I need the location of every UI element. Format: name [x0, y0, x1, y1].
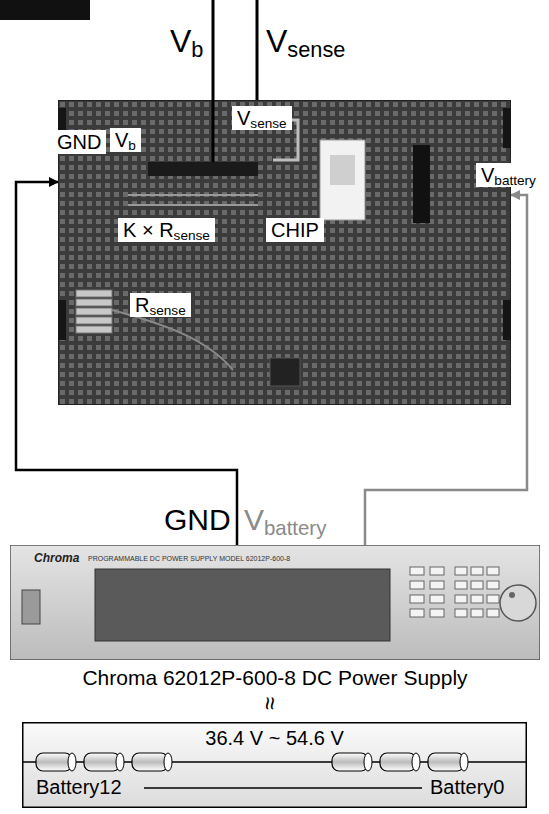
- meter-housing: [0, 0, 90, 20]
- subscript: b: [191, 37, 203, 62]
- part-label: Rsense: [130, 293, 191, 317]
- probe-wire: [256, 0, 259, 100]
- subscript: battery: [264, 517, 326, 539]
- panel-inscription: PROGRAMMABLE DC POWER SUPPLY MODEL 62012…: [88, 555, 290, 563]
- subscript: sense: [149, 303, 185, 318]
- breadboard-photo-panel: GNDVbVsenseK × RsenseCHIPRsenseVbattery: [58, 100, 511, 405]
- probe-wire: [212, 0, 215, 100]
- signal-name: Vsense: [266, 24, 345, 59]
- device-caption: Chroma 62012P-600-8 DC Power Supply: [10, 666, 540, 689]
- subscript: sense: [250, 116, 286, 131]
- brand-logo: Chroma: [34, 552, 79, 565]
- subscript: sense: [174, 228, 210, 243]
- equivalence-symbol: ≈: [256, 697, 282, 710]
- voltage-range: 36.4 V ~ 54.6 V: [22, 727, 527, 749]
- part-label: CHIP: [266, 218, 324, 242]
- battery-label: Battery0: [430, 776, 504, 798]
- power-supply-photo: [10, 545, 540, 660]
- subscript: battery: [494, 173, 536, 188]
- dc-power-supply: Chroma PROGRAMMABLE DC POWER SUPPLY MODEL…: [10, 545, 540, 660]
- pin-label: Vbattery: [476, 163, 541, 187]
- battery-label: Battery12: [36, 776, 122, 798]
- pin-label: Vb: [110, 128, 141, 152]
- battery-pack: 36.4 V ~ 54.6 V Battery12 Battery0: [22, 722, 527, 808]
- wire-label: Vbattery: [244, 503, 326, 536]
- part-label: K × Rsense: [118, 218, 215, 242]
- pin-label: Vsense: [232, 106, 292, 130]
- pin-label: GND: [52, 130, 106, 154]
- subscript: sense: [287, 37, 345, 62]
- signal-name: Vb: [170, 24, 203, 59]
- wire-label: GND: [164, 503, 231, 536]
- subscript: b: [128, 138, 136, 153]
